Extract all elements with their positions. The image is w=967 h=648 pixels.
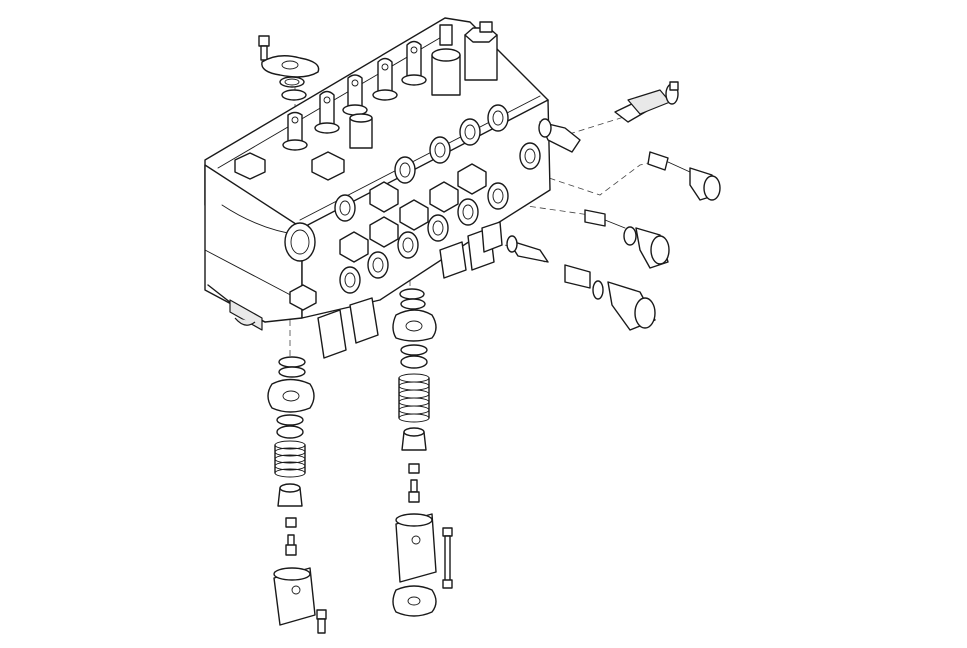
long-bolt <box>442 527 453 589</box>
port-fitting-upper <box>538 118 581 153</box>
top-flange-assembly <box>258 35 320 101</box>
side-ports-row2 <box>339 182 509 294</box>
flange-gasket <box>392 585 437 617</box>
bolt <box>285 517 297 556</box>
relief-valve-cartridge-upper <box>614 81 679 123</box>
plug-fitting-right-1 <box>647 151 721 201</box>
spool-stems <box>282 40 427 151</box>
end-cap <box>395 513 437 583</box>
o-ring <box>279 76 305 88</box>
top-relief-caps <box>431 21 498 96</box>
center-spool-end-cap-assembly <box>392 288 453 617</box>
face-hex-plugs <box>339 163 487 263</box>
flange-gasket <box>392 309 437 342</box>
spring <box>398 373 430 423</box>
bolt <box>316 609 327 634</box>
plug-fitting-right-3 <box>506 235 656 331</box>
main-port <box>284 222 316 262</box>
top-hex-plug <box>234 151 345 181</box>
bolt <box>258 35 270 61</box>
flange-gasket <box>261 55 320 78</box>
valve-block <box>204 17 551 359</box>
end-cap <box>273 567 316 626</box>
side-ports-row1 <box>334 104 541 222</box>
flange-gasket <box>267 378 315 413</box>
spring <box>274 440 306 478</box>
bolt <box>408 463 420 503</box>
plug-fitting-right-2 <box>584 209 670 269</box>
bottom-spool-caps <box>317 221 503 359</box>
left-spool-end-cap-assembly <box>267 356 327 634</box>
front-plug <box>289 284 317 311</box>
